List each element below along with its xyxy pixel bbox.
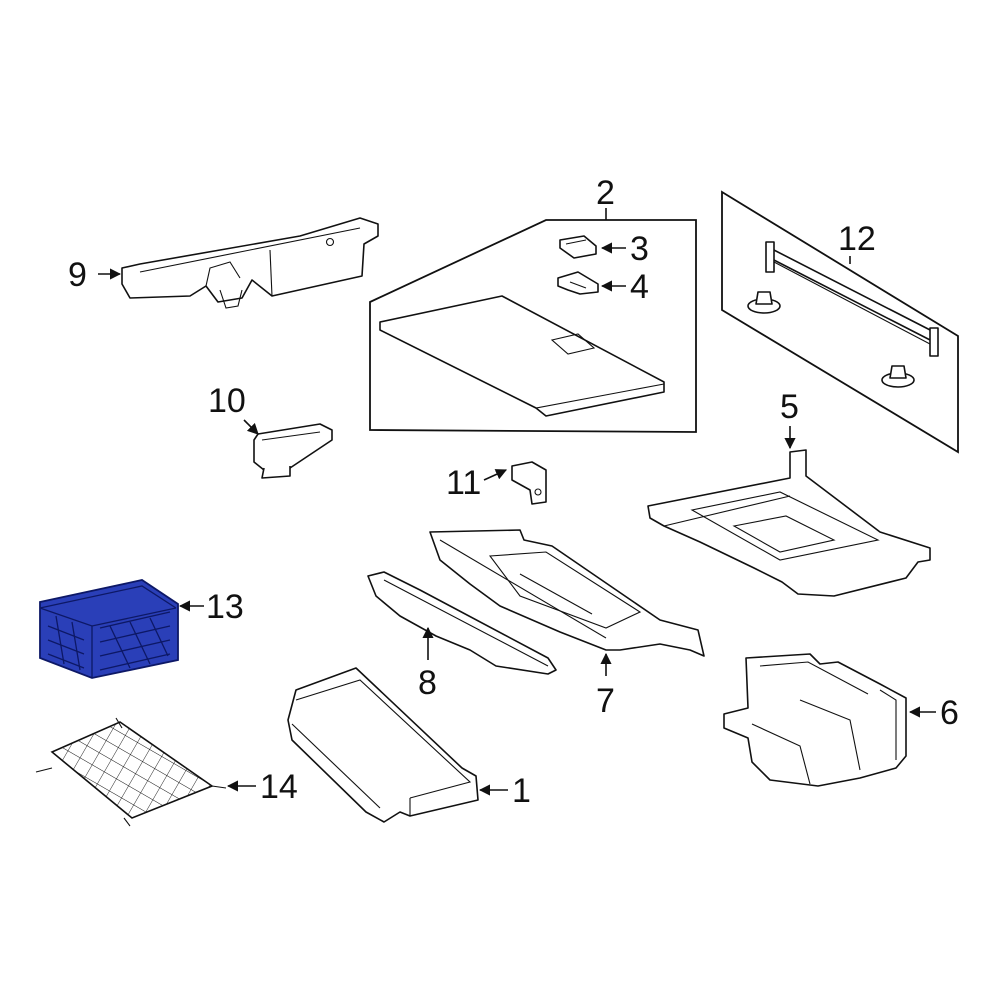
part-6-holder[interactable] bbox=[723, 653, 907, 787]
callout-10: 10 bbox=[208, 382, 246, 420]
part-10-bracket[interactable] bbox=[253, 423, 333, 479]
part-12-group-box bbox=[721, 190, 959, 454]
part-9-trim-panel[interactable] bbox=[121, 217, 379, 309]
callout-5: 5 bbox=[780, 388, 799, 426]
part-14-cargo-net[interactable] bbox=[35, 717, 227, 827]
callout-7: 7 bbox=[596, 682, 615, 720]
callout-8: 8 bbox=[418, 664, 437, 702]
part-7-floor-carrier[interactable] bbox=[429, 529, 705, 657]
callout-1: 1 bbox=[512, 772, 531, 810]
callout-14: 14 bbox=[260, 768, 298, 806]
part-11-bracket[interactable] bbox=[511, 461, 547, 505]
callout-6: 6 bbox=[940, 694, 959, 732]
callout-2: 2 bbox=[596, 174, 615, 212]
part-8-sill-trim[interactable] bbox=[367, 571, 557, 675]
part-13-storage-crate[interactable] bbox=[39, 579, 179, 679]
part-5-storage-tray[interactable] bbox=[647, 449, 931, 597]
part-3-clip[interactable] bbox=[559, 235, 597, 259]
part-12-mount-right[interactable] bbox=[881, 365, 915, 388]
part-12-mount-left[interactable] bbox=[747, 291, 781, 314]
callout-3: 3 bbox=[630, 230, 649, 268]
callout-13: 13 bbox=[206, 588, 244, 626]
part-4-hook[interactable] bbox=[557, 271, 599, 295]
part-2-group-box bbox=[369, 208, 697, 433]
callout-12: 12 bbox=[838, 220, 876, 258]
callout-4: 4 bbox=[630, 268, 649, 306]
part-1-storage-box[interactable] bbox=[287, 667, 479, 823]
part-2-floor-board[interactable] bbox=[379, 295, 665, 417]
callout-9: 9 bbox=[68, 256, 87, 294]
part-12-rail[interactable] bbox=[765, 241, 939, 357]
callout-11: 11 bbox=[446, 464, 481, 502]
